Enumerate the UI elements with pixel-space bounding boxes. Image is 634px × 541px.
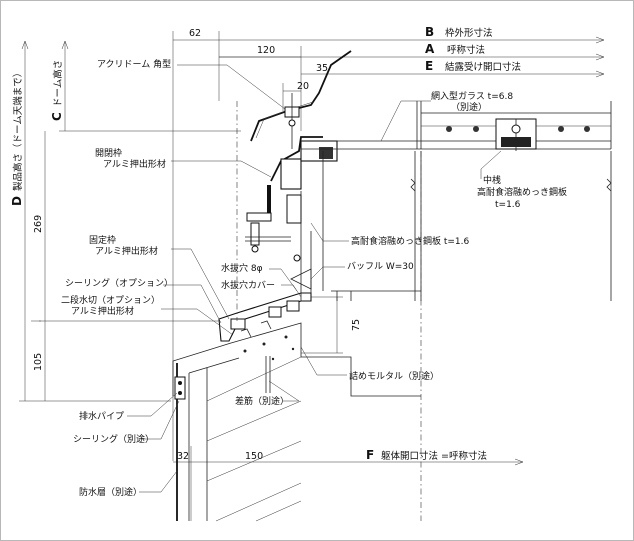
svg-text:水抜穴カバー: 水抜穴カバー xyxy=(221,279,275,291)
label-sealing: シーリング（別途） xyxy=(73,400,180,445)
svg-text:シーリング（別途）: シーリング（別途） xyxy=(73,433,154,445)
label-drain-cover: 水抜穴カバー xyxy=(221,279,302,298)
label-wire-glass: 網入型ガラス t=6.8 （別途） xyxy=(380,90,513,142)
svg-text:排水パイプ: 排水パイプ xyxy=(79,410,124,422)
svg-text:高耐食溶融めっき鋼板 t=1.6: 高耐食溶融めっき鋼板 t=1.6 xyxy=(351,235,470,247)
label-acrylic-dome: アクリドーム 角型 xyxy=(97,58,286,110)
glass-and-mullion xyxy=(301,101,612,151)
dim-f-label: F xyxy=(366,448,374,462)
svg-text:シーリング（オプション）: シーリング（オプション） xyxy=(65,277,173,289)
dim-35: 35 xyxy=(316,63,328,74)
svg-text:詰めモルタル（別途）: 詰めモルタル（別途） xyxy=(349,370,439,382)
top-dims: 62 120 35 20 xyxy=(172,28,328,461)
dim-120: 120 xyxy=(257,45,275,56)
label-drain-hole: 水抜穴 8φ xyxy=(221,262,298,292)
dim-62: 62 xyxy=(189,28,201,39)
svg-text:高耐食溶融めっき鋼板: 高耐食溶融めっき鋼板 xyxy=(477,186,567,198)
label-rebar: 差筋（別途） xyxy=(235,380,300,407)
dim-e-text: 結露受け開口寸法 xyxy=(445,61,521,73)
svg-text:固定枠: 固定枠 xyxy=(89,234,116,246)
label-fixed-frame: 固定枠 アルミ押出形材 xyxy=(89,234,230,320)
dim-f-text: 躯体開口寸法 =呼称寸法 xyxy=(381,450,487,462)
dimension-d: D 製品高さ（ドーム天端まで） xyxy=(10,40,171,402)
dim-d-label: D xyxy=(10,196,24,206)
label-opening-frame: 開閉枠 アルミ押出形材 xyxy=(95,147,272,178)
svg-text:防水層（別途）: 防水層（別途） xyxy=(79,486,142,498)
svg-text:（別途）: （別途） xyxy=(451,101,487,113)
dimension-c: C ドーム高さ xyxy=(50,40,241,132)
label-baffle: バッフル W=30 xyxy=(310,261,414,280)
svg-text:t=1.6: t=1.6 xyxy=(495,200,521,210)
dim-150: 150 xyxy=(245,451,263,462)
bottom-dims: 32 150 xyxy=(177,446,263,521)
dim-105: 105 xyxy=(33,353,44,371)
waterproof-layer xyxy=(174,363,186,521)
label-two-stage: 二段水切（オプション） アルミ押出形材 xyxy=(61,294,234,336)
dim-c-label: C xyxy=(50,112,64,121)
svg-text:アルミ押出形材: アルミ押出形材 xyxy=(95,245,158,257)
opening-frame xyxy=(245,136,338,290)
concrete-curb xyxy=(172,322,421,522)
svg-text:網入型ガラス t=6.8: 網入型ガラス t=6.8 xyxy=(431,90,513,102)
dimension-e: E 結露受け開口寸法 xyxy=(301,59,605,78)
svg-text:水抜穴 8φ: 水抜穴 8φ xyxy=(221,262,263,274)
interior-walls xyxy=(322,151,612,521)
dim-d-text: 製品高さ（ドーム天端まで） xyxy=(12,68,24,191)
label-steel-plate: 高耐食溶融めっき鋼板 t=1.6 xyxy=(310,222,470,247)
dim-a-text: 呼称寸法 xyxy=(447,44,485,56)
dim-b-text: 枠外形寸法 xyxy=(445,27,493,39)
dimension-269: 269 xyxy=(33,131,226,322)
dim-75: 75 xyxy=(351,319,362,331)
dim-e-label: E xyxy=(425,59,433,73)
dim-c-text: ドーム高さ xyxy=(52,60,64,107)
dimension-a: A 呼称寸法 xyxy=(219,42,605,61)
fixed-frame xyxy=(218,231,312,342)
svg-text:アクリドーム 角型: アクリドーム 角型 xyxy=(97,58,171,70)
label-waterproof: 防水層（別途） xyxy=(79,470,178,498)
svg-text:アルミ押出形材: アルミ押出形材 xyxy=(71,305,134,317)
dim-32: 32 xyxy=(177,451,189,462)
dimension-b: B 枠外形寸法 xyxy=(219,25,605,44)
dim-269: 269 xyxy=(33,215,44,233)
centerlines xyxy=(31,101,238,322)
svg-text:中桟: 中桟 xyxy=(483,174,501,186)
dim-20: 20 xyxy=(297,81,309,92)
svg-text:開閉枠: 開閉枠 xyxy=(95,147,122,159)
dimension-75: 75 xyxy=(301,296,362,354)
acrylic-dome xyxy=(250,50,352,149)
label-mullion: 中桟 高耐食溶融めっき鋼板 t=1.6 xyxy=(477,150,567,210)
dim-a-label: A xyxy=(425,42,435,56)
dimension-105: 105 xyxy=(33,321,46,401)
svg-text:二段水切（オプション）: 二段水切（オプション） xyxy=(61,294,160,306)
dim-b-label: B xyxy=(425,25,434,39)
label-sealing-option: シーリング（オプション） xyxy=(65,277,222,324)
label-drain-pipe: 排水パイプ xyxy=(79,392,178,422)
svg-text:差筋（別途）: 差筋（別途） xyxy=(235,395,289,407)
svg-text:アルミ押出形材: アルミ押出形材 xyxy=(103,158,166,170)
svg-text:バッフル W=30: バッフル W=30 xyxy=(347,261,414,272)
dimension-f: F 躯体開口寸法 =呼称寸法 xyxy=(173,448,524,466)
label-mortar: 詰めモルタル（別途） xyxy=(300,346,439,382)
